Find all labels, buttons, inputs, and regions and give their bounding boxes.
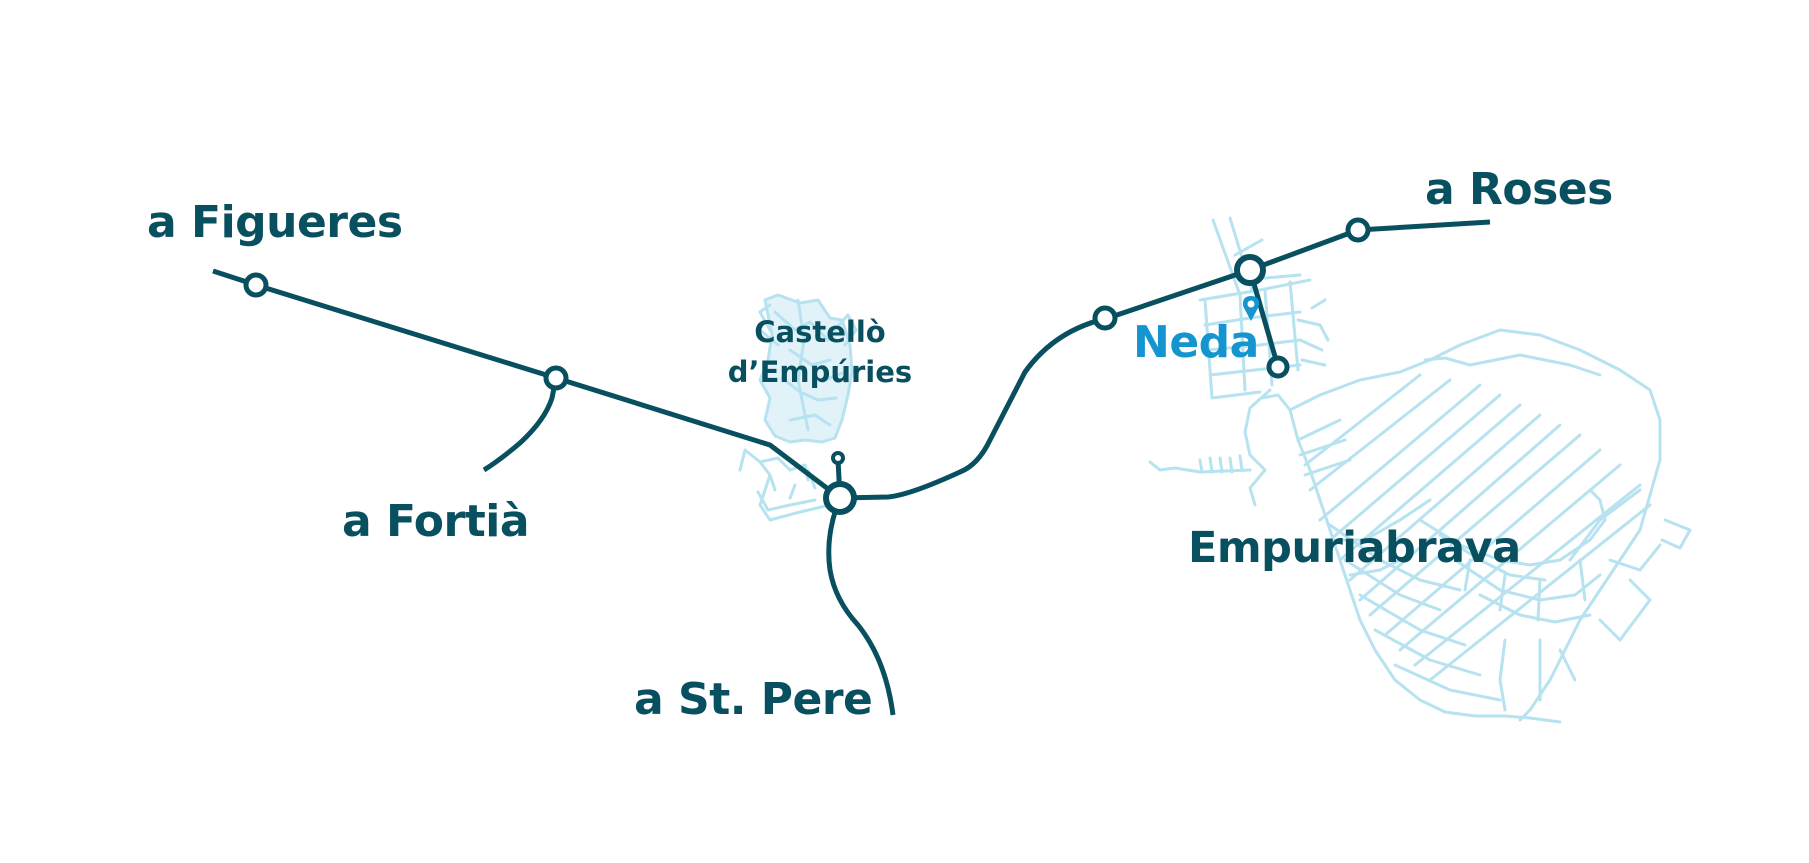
label-neda: Neda (1133, 317, 1259, 368)
junction-neda-access-node (1266, 355, 1290, 379)
junction-castello-spur-node (831, 451, 845, 465)
label-a-figueres: a Figueres (147, 197, 403, 248)
road-st-pere (826, 497, 896, 716)
road-network (212, 219, 1491, 716)
label-a-roses: a Roses (1425, 164, 1613, 215)
junction-roses-node (1345, 217, 1371, 243)
road-to-neda (839, 219, 1491, 501)
label-empuriabrava: Empuriabrava (1188, 523, 1521, 573)
castello-urban-area (738, 293, 858, 522)
road-neda-access (1247, 269, 1281, 368)
map-pin-icon (1242, 296, 1260, 321)
junction-figueres-node (243, 272, 269, 298)
junction-nodes (243, 217, 1371, 515)
roundabout-castello-icon (823, 481, 857, 515)
label-castello-dempuries: Castellò d’Empúries (720, 312, 920, 392)
junction-fortia-node (543, 365, 569, 391)
empuriabrava-urban-area (1148, 216, 1692, 724)
label-a-st-pere: a St. Pere (634, 674, 873, 725)
road-fortia (482, 377, 559, 473)
junction-neda-west-node (1092, 305, 1118, 331)
label-a-fortia: a Fortià (342, 496, 530, 547)
label-castello-line2: d’Empúries (727, 355, 913, 389)
label-castello-line1: Castellò (754, 315, 886, 349)
roundabout-neda-icon (1234, 254, 1266, 286)
